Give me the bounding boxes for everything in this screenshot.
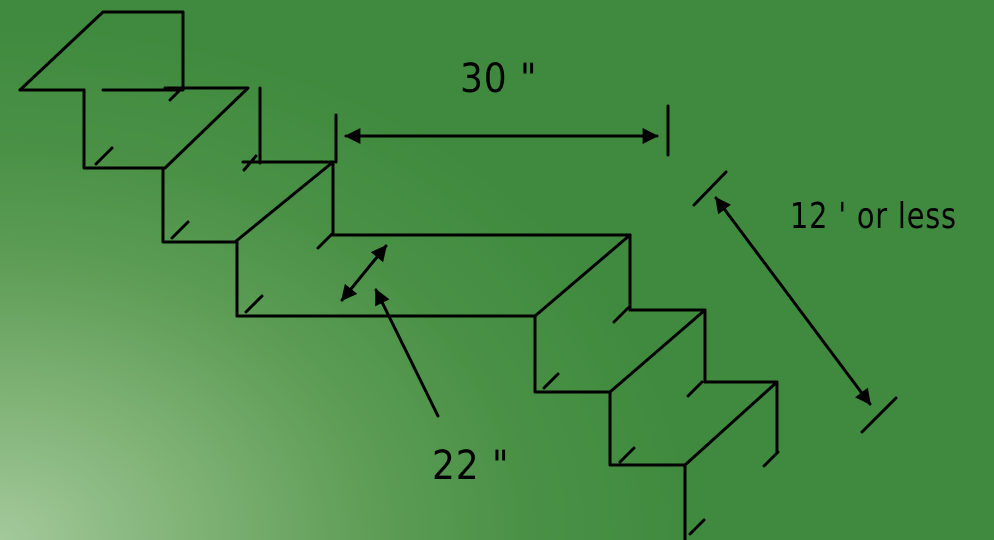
run-dimension-12ft	[692, 170, 898, 434]
depth-dimension-22	[340, 244, 440, 418]
upper-stair-flight	[18, 10, 335, 318]
landing-depth-label: 22 "	[432, 443, 510, 489]
run-limit-label: 12 ' or less	[790, 196, 957, 237]
width-dimension-30	[334, 104, 670, 164]
lower-stair-flight	[533, 306, 780, 540]
landing-platform	[235, 233, 632, 318]
landing-width-label: 30 "	[460, 56, 538, 102]
